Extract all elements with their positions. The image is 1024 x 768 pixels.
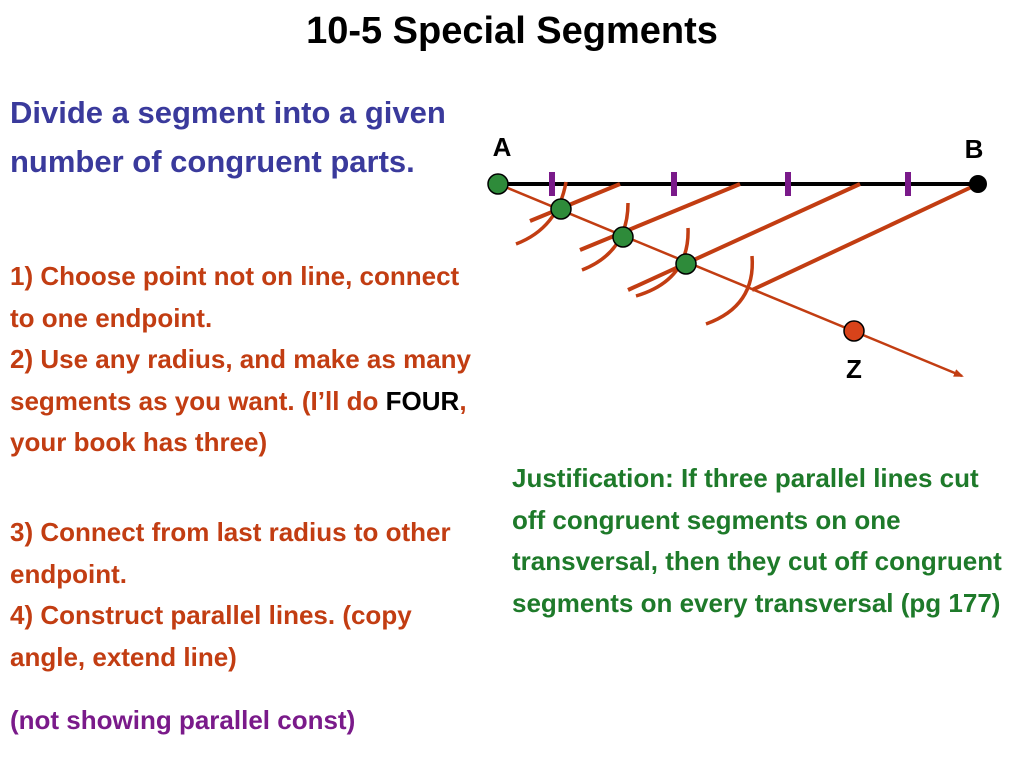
compass-arc-3 bbox=[635, 227, 690, 298]
transversal-point-2 bbox=[612, 226, 634, 248]
step-1: 1) Choose point not on line, connect to … bbox=[10, 261, 460, 333]
transversal-ray bbox=[497, 182, 964, 378]
note: (not showing parallel const) bbox=[10, 705, 356, 735]
point-b bbox=[969, 175, 987, 193]
transversal-point-1 bbox=[550, 198, 572, 220]
compass-arc-4 bbox=[705, 255, 755, 326]
page-title: 10-5 Special Segments bbox=[306, 10, 718, 52]
parallel-line-3 bbox=[627, 182, 861, 292]
compass-arc-1 bbox=[515, 181, 568, 246]
point-a bbox=[487, 173, 509, 195]
connecting-line bbox=[751, 182, 979, 292]
subtitle: Divide a segment into a given number of … bbox=[10, 95, 446, 179]
step-3: 3) Connect from last radius to other end… bbox=[10, 517, 451, 589]
step-2-text-end: , your book has three) bbox=[10, 385, 467, 458]
transversal-point-3 bbox=[675, 253, 697, 275]
point-z bbox=[843, 320, 865, 342]
label-z: Z bbox=[846, 354, 862, 384]
step-2: 2) Use any radius, and make as many segm… bbox=[10, 339, 490, 464]
step-2-emphasis: FOUR bbox=[385, 385, 460, 416]
step-4: 4) Construct parallel lines. (copy angle… bbox=[10, 600, 412, 672]
parallel-line-1 bbox=[529, 182, 621, 223]
label-a: A bbox=[493, 132, 512, 162]
label-b: B bbox=[965, 134, 984, 164]
justification-text: Justification: If three parallel lines c… bbox=[512, 463, 1002, 618]
parallel-line-2 bbox=[579, 182, 741, 252]
step-2-text-start: 2) Use any radius, and make as many segm… bbox=[10, 344, 471, 416]
